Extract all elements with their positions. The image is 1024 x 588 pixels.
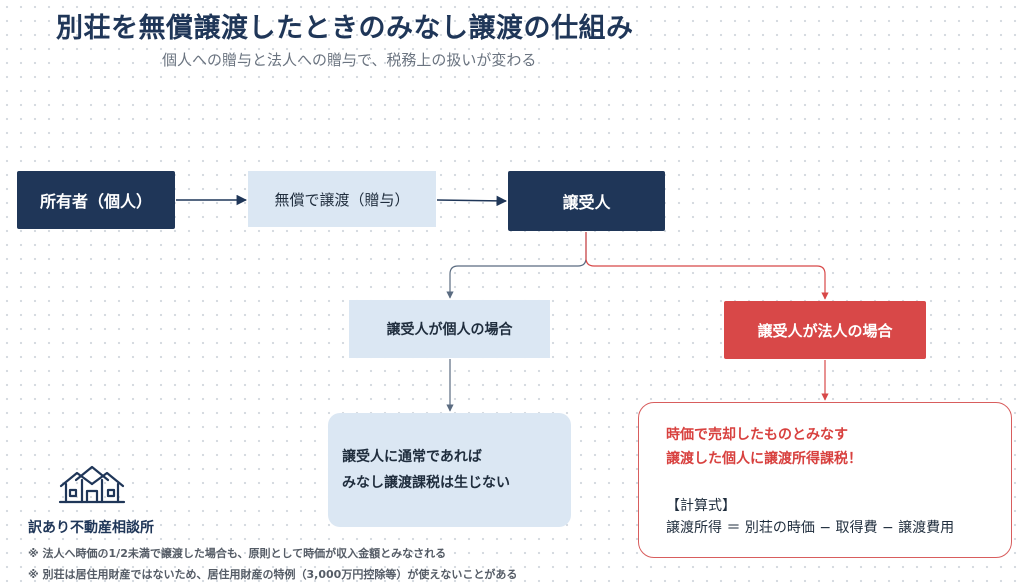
transfer-label: 無償で譲渡（贈与） (274, 190, 410, 209)
logo-text: 訳あり不動産相談所 (28, 520, 154, 536)
formula-text: 譲渡所得 ＝ 別荘の時価 − 取得費 − 譲渡費用 (666, 520, 955, 536)
transfer-box: 無償で譲渡（贈与） (248, 171, 436, 227)
corporation-result-line: 時価で売却したものとみなす (666, 427, 848, 443)
page-title: 別荘を無償譲渡したときのみなし譲渡の仕組み (56, 13, 634, 44)
footnote: ※ 法人へ時価の1/2未満で譲渡した場合も、原則として時価が収入金額とみなされる (28, 547, 447, 560)
arrow-transfer-to-receiver (436, 195, 508, 207)
arrow-receiver-to-corporation (585, 232, 829, 300)
receiver-box: 譲受人 (508, 171, 665, 231)
page-subtitle: 個人への贈与と法人への贈与で、税務上の扱いが変わる (162, 51, 537, 69)
owner-box: 所有者（個人） (17, 171, 175, 229)
receiver-label: 譲受人 (562, 193, 611, 212)
branch-individual-box: 譲受人が個人の場合 (349, 300, 550, 358)
houses-icon (58, 465, 126, 504)
owner-label: 所有者（個人） (39, 192, 152, 211)
footnote: ※ 別荘は居住用財産ではないため、居住用財産の特例（3,000万円控除等）が使え… (28, 568, 518, 581)
branch-corporation-box: 譲受人が法人の場合 (724, 301, 926, 359)
corporation-result-line: 譲渡した個人に譲渡所得課税！ (666, 451, 862, 467)
branch-corporation-label: 譲受人が法人の場合 (757, 321, 893, 340)
corporation-result-box: 時価で売却したものとみなす 譲渡した個人に譲渡所得課税！ 【計算式】 譲渡所得 … (638, 402, 1012, 558)
branch-individual-label: 譲受人が個人の場合 (386, 322, 513, 338)
formula-label: 【計算式】 (666, 498, 736, 514)
arrow-receiver-to-individual (446, 232, 587, 299)
individual-result-line: 譲受人に通常であれば (342, 449, 482, 465)
individual-result-box: 譲受人に通常であれば みなし譲渡課税は生じない (328, 413, 571, 527)
individual-result-line: みなし譲渡課税は生じない (342, 475, 510, 491)
